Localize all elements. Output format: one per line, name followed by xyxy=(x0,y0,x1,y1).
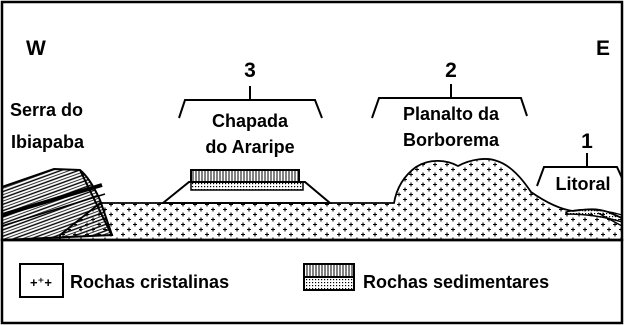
legend-crystalline-swatch xyxy=(19,263,64,298)
planalto-bracket xyxy=(371,84,528,119)
chapada-do-araripe-formation xyxy=(160,169,333,204)
planalto-number: 2 xyxy=(445,59,457,82)
litoral-bracket xyxy=(536,153,623,187)
legend-sedimentary-label: Rochas sedimentares xyxy=(363,272,549,292)
legend-crystalline-label: Rochas cristalinas xyxy=(70,272,229,292)
serra-do-ibiapaba-formation xyxy=(0,167,114,242)
legend-sedimentary-swatch xyxy=(303,263,355,291)
litoral-number: 1 xyxy=(581,130,593,153)
serra-label-line1: Serra do xyxy=(10,100,83,120)
east-label: E xyxy=(596,37,610,60)
chapada-number: 3 xyxy=(244,59,256,82)
litoral-label: Litoral xyxy=(555,174,610,194)
legend-crystalline-symbol: +⁺+ xyxy=(30,275,52,290)
crystalline-basement xyxy=(59,158,623,241)
serra-label-line2: Ibiapaba xyxy=(11,132,85,152)
litoral-sediment xyxy=(565,208,623,227)
chapada-label-line1: Chapada xyxy=(212,111,289,131)
west-label: W xyxy=(26,37,46,60)
planalto-label-line2: Borborema xyxy=(403,130,500,150)
chapada-label-line2: do Araripe xyxy=(205,137,294,157)
planalto-label-line1: Planalto da xyxy=(403,104,500,124)
chapada-bracket xyxy=(178,86,323,119)
